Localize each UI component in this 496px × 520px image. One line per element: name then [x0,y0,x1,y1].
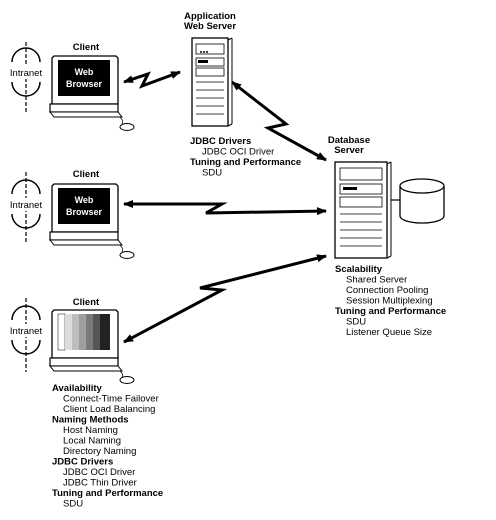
feature-item: Session Multiplexing [346,296,433,307]
mouse-icon [119,376,135,384]
client-1: Client Web Browser [48,42,135,131]
intranet-label: Intranet [10,68,43,79]
database-server: Database Server [328,135,445,259]
feature-item: JDBC OCI Driver [202,147,274,158]
intranet-1: Intranet [4,42,48,114]
intranet-2: Intranet [4,172,48,244]
screen-text: Browser [66,207,103,217]
mouse-icon [119,251,135,259]
db-server-title-1: Database [328,135,370,146]
screen-text: Web [75,67,94,77]
feature-item: Local Naming [63,436,121,447]
feature-item: JDBC OCI Driver [63,467,135,478]
feature-heading: JDBC Drivers [190,136,251,147]
feature-heading: JDBC Drivers [52,457,113,468]
feature-heading: Naming Methods [52,415,129,426]
feature-item: Shared Server [346,275,407,286]
feature-item: SDU [63,499,83,510]
feature-item: Listener Queue Size [346,327,432,338]
app-server-title-2: Web Server [184,21,236,32]
feature-heading: Scalability [335,264,383,275]
feature-item: Client Load Balancing [63,404,155,415]
feature-heading: Tuning and Performance [335,306,446,317]
db-server-title-2: Server [334,145,364,156]
feature-item: Connect-Time Failover [63,394,159,405]
connection-app-db [231,80,327,162]
feature-item: Directory Naming [63,446,136,457]
feature-item: JDBC Thin Driver [63,478,137,489]
app-server-title-1: Application [184,11,236,22]
mouse-icon [119,123,135,131]
client-2: Client Web Browser [48,169,135,259]
feature-heading: Availability [52,383,103,394]
intranet-label: Intranet [10,326,43,337]
application-web-server: Application Web Server [184,11,236,127]
grayscale-screen [57,313,110,351]
server-tower-icon [191,37,233,127]
connection-client1-app [123,70,181,89]
connection-client3-db [123,254,327,344]
screen-text: Browser [66,79,103,89]
feature-item: SDU [346,317,366,328]
intranet-label: Intranet [10,200,43,211]
client-label: Client [73,297,100,308]
monitor-screen [58,60,110,96]
monitor-screen [58,188,110,224]
computer-icon: Web Browser [48,55,135,131]
server-tower-icon [334,161,392,259]
feature-item: SDU [202,168,222,179]
client-3: Client [48,297,135,384]
intranet-3: Intranet [4,298,48,372]
computer-icon: Web Browser [48,183,135,259]
feature-item: Connection Pooling [346,285,428,296]
connection-client2-db [123,200,327,216]
client-label: Client [73,169,100,180]
computer-icon [48,309,135,384]
feature-item: Host Naming [63,425,118,436]
feature-heading: Tuning and Performance [190,157,301,168]
database-cylinder-icon [399,178,445,224]
client-label: Client [73,42,100,53]
feature-heading: Tuning and Performance [52,488,163,499]
screen-text: Web [75,195,94,205]
